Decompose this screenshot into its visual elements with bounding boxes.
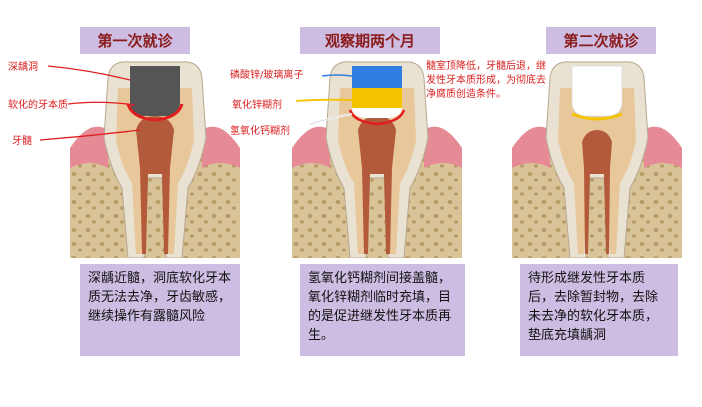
panel-3-note: 髓室顶降低，牙髓后退，继发性牙本质形成，为彻底去净腐质创造条件。 (426, 61, 546, 100)
cleared-cavity (571, 65, 623, 117)
label-calcium-hydroxide: 氢氧化钙糊剂 (230, 126, 290, 137)
zinc-phosphate-layer (352, 66, 402, 88)
panel-2-title: 观察期两个月 (300, 27, 440, 54)
dentin (338, 88, 416, 254)
calcium-hydroxide-layer (352, 108, 402, 118)
label-zinc-oxide: 氧化锌糊剂 (232, 100, 282, 111)
gingiva-left (292, 126, 330, 168)
panel-2-caption: 氢氧化钙糊剂间接盖髓，氧化锌糊剂临时充填，目的是促进继发性牙本质再生。 (300, 264, 465, 356)
panel-1-caption: 深龋近髓，洞底软化牙本质无法去净，牙齿敏感，继续操作有露髓风险 (80, 264, 240, 356)
label-deep-caries: 深龋洞 (8, 62, 38, 73)
softened-dentin-line (348, 109, 406, 126)
dentin (116, 88, 194, 254)
receded-pulp (582, 130, 612, 254)
secondary-dentin-line (571, 112, 623, 121)
gingiva-right (202, 126, 240, 168)
caries-cavity (130, 66, 180, 116)
gingiva-right (644, 126, 682, 168)
tooth-illustration-2 (292, 61, 462, 258)
panel-1-title: 第一次就诊 (80, 27, 190, 54)
dentin (558, 88, 636, 254)
softened-dentin-line (126, 103, 184, 122)
tooth-illustration-3 (512, 61, 682, 258)
gingiva-right (424, 126, 462, 168)
zinc-oxide-layer (352, 88, 402, 108)
label-softened-dentin: 软化的牙本质 (8, 100, 68, 111)
pulp (136, 116, 174, 254)
tooth-illustration-1 (70, 61, 240, 258)
gingiva-left (512, 126, 550, 168)
panel-3-caption: 待形成继发性牙本质后，去除暂封物，去除未去净的软化牙本质，垫底充填龋洞 (520, 264, 678, 356)
pulp (358, 116, 396, 254)
label-pulp: 牙髓 (12, 136, 32, 147)
label-zinc-phosphate: 磷酸锌/玻璃离子 (230, 70, 304, 81)
panel-3-title: 第二次就诊 (546, 27, 656, 54)
